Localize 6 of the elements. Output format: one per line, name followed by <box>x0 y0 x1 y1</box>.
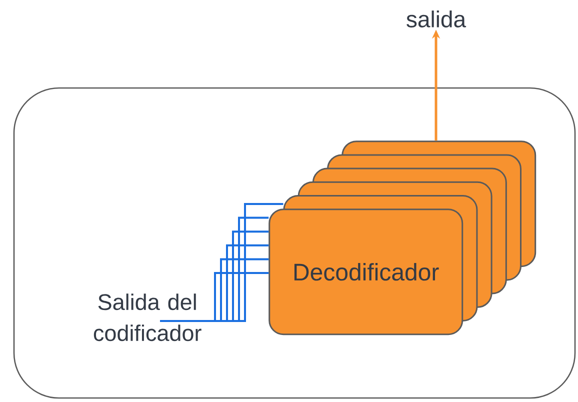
decoder-stack: Decodificador <box>268 140 536 336</box>
output-label: salida <box>406 10 466 28</box>
input-label: Salida del codificador <box>94 294 202 342</box>
node-label: Decodificador <box>294 263 439 281</box>
container-box <box>13 87 576 399</box>
connector-line <box>160 203 284 322</box>
